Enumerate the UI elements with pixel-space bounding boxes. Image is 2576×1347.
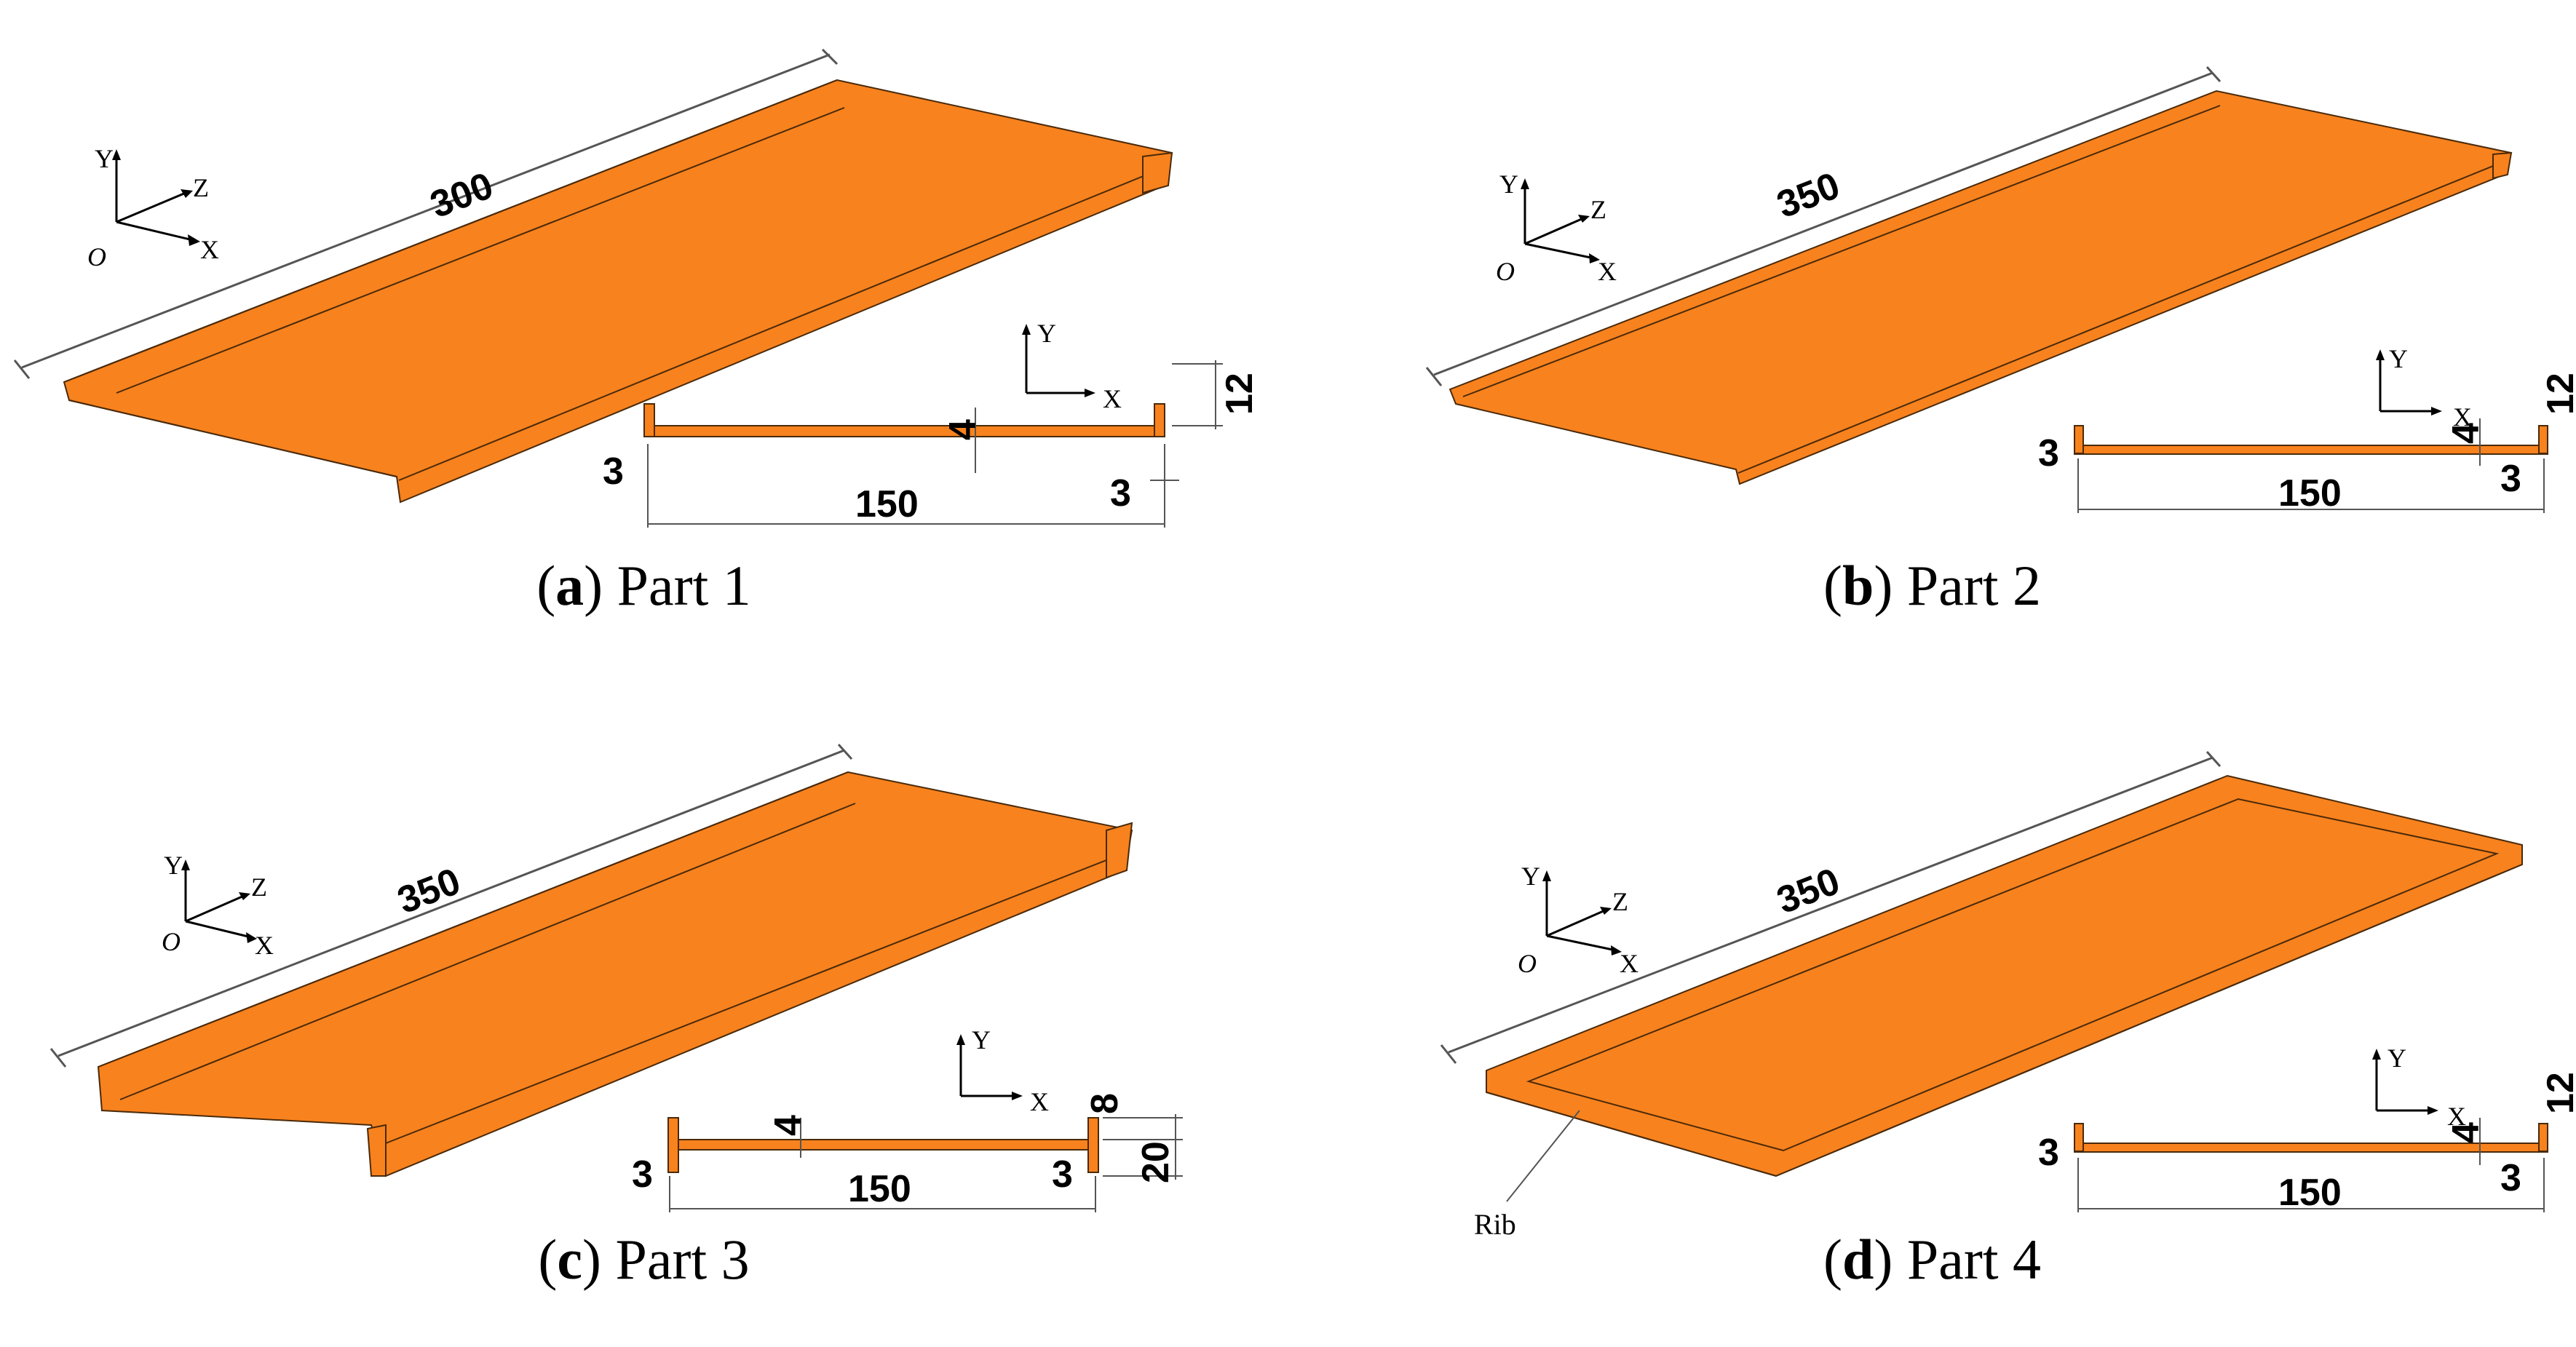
- section-width-label: 150: [848, 1168, 911, 1210]
- part-1-drawing: 300 Y Z X O Y X: [13, 48, 1261, 528]
- section-wall-right-label: 3: [1110, 472, 1131, 514]
- svg-text:X: X: [1620, 949, 1638, 978]
- section-height-label: 12: [2540, 1072, 2576, 1114]
- plate-body: [63, 79, 1173, 504]
- svg-text:O: O: [1496, 257, 1515, 286]
- section-wall-left-label: 3: [2038, 1132, 2059, 1174]
- section-thickness-label: 4: [2445, 423, 2487, 444]
- panel-part-2: 350 Y Z X O Y X: [1288, 0, 2576, 673]
- svg-text:O: O: [1518, 949, 1537, 978]
- svg-text:X: X: [1030, 1087, 1049, 1116]
- svg-text:Y: Y: [972, 1025, 991, 1054]
- section-wall-right-label: 3: [1052, 1153, 1073, 1196]
- section-axis-triad: Y X: [2372, 1044, 2466, 1131]
- section-axis-triad: Y X: [2376, 344, 2472, 432]
- axis-triad: Y Z X O: [87, 144, 219, 271]
- section-height-top-label: 8: [1084, 1093, 1126, 1114]
- svg-text:X: X: [2447, 1102, 2466, 1131]
- caption: (c) Part 3: [538, 1228, 750, 1291]
- cross-section: 150 4 12 3 3: [2038, 373, 2576, 514]
- panel-part-1: 300 Y Z X O Y X: [0, 0, 1288, 673]
- svg-text:Y: Y: [1037, 319, 1056, 348]
- section-height-label: 12: [2540, 373, 2576, 415]
- svg-text:Y: Y: [1499, 170, 1518, 199]
- section-axis-triad: Y X: [1022, 319, 1122, 413]
- cross-section: 150 4 12 3 3: [603, 360, 1261, 528]
- svg-text:Z: Z: [1612, 887, 1628, 916]
- svg-text:Y: Y: [2389, 344, 2408, 373]
- rib-label: Rib: [1474, 1208, 1516, 1241]
- section-wall-left-label: 3: [632, 1153, 653, 1196]
- section-wall-right-label: 3: [2500, 458, 2521, 500]
- svg-text:Z: Z: [251, 873, 267, 902]
- part-3-drawing: 350 Y Z X O Y X: [49, 743, 1183, 1212]
- section-axis-triad: Y X: [956, 1025, 1049, 1116]
- svg-text:Y: Y: [1521, 862, 1540, 891]
- length-dimension-line: [21, 53, 831, 369]
- section-height-label: 12: [1218, 373, 1261, 415]
- rib-callout: Rib: [1474, 1110, 1580, 1241]
- section-wall-right-label: 3: [2500, 1157, 2521, 1199]
- axis-triad: Y Z X O: [1518, 862, 1638, 978]
- section-wall-left-label: 3: [2038, 432, 2059, 474]
- panel-part-4: 350 Rib Y Z X O Y X: [1288, 674, 2576, 1347]
- axis-triad: Y Z X O: [162, 851, 274, 960]
- length-label: 350: [392, 860, 467, 922]
- cross-section: 150 4 12 3 3: [2038, 1072, 2576, 1214]
- svg-text:X: X: [200, 235, 219, 264]
- section-wall-left-label: 3: [603, 450, 624, 493]
- section-thickness-label: 4: [2445, 1122, 2487, 1143]
- svg-text:O: O: [87, 242, 106, 271]
- section-height-label: 20: [1135, 1141, 1177, 1183]
- axis-triad: Y Z X O: [1496, 170, 1617, 286]
- svg-text:X: X: [255, 931, 274, 960]
- svg-text:Y: Y: [2387, 1044, 2406, 1073]
- svg-text:Z: Z: [193, 173, 209, 202]
- caption: (a) Part 1: [536, 554, 751, 617]
- section-width-label: 150: [2278, 472, 2342, 514]
- length-label: 350: [1772, 164, 1846, 226]
- svg-text:Z: Z: [1590, 195, 1606, 224]
- caption: (b) Part 2: [1823, 554, 2041, 617]
- section-width-label: 150: [2278, 1172, 2342, 1214]
- svg-text:X: X: [2453, 402, 2472, 432]
- svg-text:Y: Y: [95, 144, 114, 173]
- caption: (d) Part 4: [1823, 1228, 2041, 1291]
- svg-text:O: O: [162, 927, 181, 956]
- part-2-drawing: 350 Y Z X O Y X: [1425, 65, 2576, 514]
- length-label: 350: [1772, 860, 1846, 922]
- svg-text:Y: Y: [164, 851, 183, 880]
- svg-text:X: X: [1598, 257, 1617, 286]
- panel-part-3: 350 Y Z X O Y X: [0, 674, 1288, 1347]
- part-4-drawing: 350 Rib Y Z X O Y X: [1440, 750, 2576, 1241]
- section-width-label: 150: [855, 483, 919, 525]
- svg-text:X: X: [1103, 384, 1122, 413]
- section-thickness-label: 4: [767, 1115, 809, 1136]
- cross-section: 150 4 8 20 3 3: [632, 1093, 1183, 1212]
- section-thickness-label: 4: [942, 419, 984, 440]
